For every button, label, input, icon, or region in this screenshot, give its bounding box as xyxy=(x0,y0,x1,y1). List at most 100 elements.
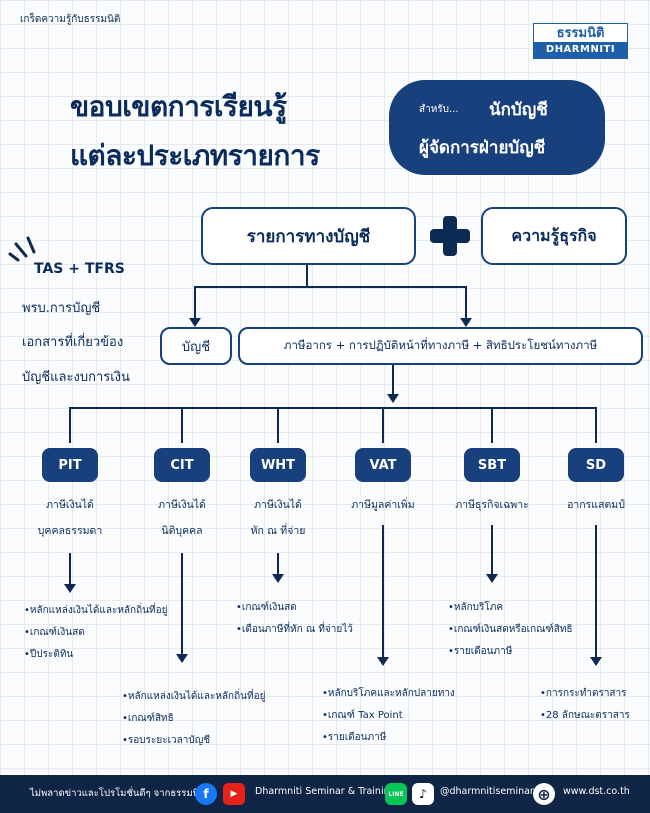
tax-label: ภาษีมูลค่าเพิ่ม xyxy=(323,492,443,518)
connector-line xyxy=(194,286,196,321)
tax-label-line2: บุคคลธรรมดา xyxy=(37,525,103,537)
tax-label-line1: ภาษีเงินได้ xyxy=(46,499,94,511)
tax-tab-sbt[interactable]: SBT xyxy=(464,448,520,482)
list-item: รายเดือนภาษี xyxy=(448,641,573,663)
tax-label-line1: ภาษีธุรกิจเฉพาะ xyxy=(455,499,529,511)
facebook-icon[interactable]: f xyxy=(195,783,217,805)
plus-icon-vertical xyxy=(443,216,457,256)
list-item: เกณฑ์เงินสด xyxy=(24,622,167,644)
tax-label-line1: อากรแสตมป์ xyxy=(567,499,625,511)
connector-line xyxy=(465,286,467,321)
list-item: หลักบริโภค xyxy=(448,597,573,619)
arrow-icon xyxy=(486,574,498,583)
tax-points-list: เกณฑ์เงินสดเดือนภาษีที่หัก ณ ที่จ่ายไว้ xyxy=(236,597,353,641)
connector-line xyxy=(181,553,183,655)
tiktok-icon[interactable]: ♪ xyxy=(412,783,434,805)
left-list-item: บัญชีและงบการเงิน xyxy=(22,370,130,385)
connector-line xyxy=(382,407,384,443)
youtube-icon[interactable]: ▶ xyxy=(223,783,245,805)
tax-tab-sd[interactable]: SD xyxy=(568,448,624,482)
tax-label: ภาษีเงินได้นิติบุคคล xyxy=(122,492,242,544)
tax-label-line1: ภาษีมูลค่าเพิ่ม xyxy=(351,499,415,511)
arrow-icon xyxy=(590,657,602,666)
list-item: รอบระยะเวลาบัญชี xyxy=(122,730,265,752)
tax-points-list: หลักแหล่งเงินได้และหลักถิ่นที่อยู่เกณฑ์ส… xyxy=(122,686,266,752)
tax-tab-vat[interactable]: VAT xyxy=(355,448,411,482)
logo-en: DHARMNITI xyxy=(534,42,627,58)
tax-label: ภาษีธุรกิจเฉพาะ xyxy=(432,492,552,518)
page-title-line2: แต่ละประเภทรายการ xyxy=(70,139,320,172)
left-list-item: พรบ.การบัญชี xyxy=(22,301,101,316)
globe-icon[interactable]: ⊕ xyxy=(533,783,555,805)
logo-thai: ธรรมนิติ xyxy=(556,26,605,41)
footer-bar: ไม่พลาดข่าวและโปรโมชั่นดีๆ จากธรรมนิติ f… xyxy=(0,775,650,813)
list-item: หลักบริโภคและหลักปลายทาง xyxy=(322,683,455,705)
left-list-item: เอกสารที่เกี่ยวข้อง xyxy=(22,335,124,350)
list-item: เกณฑ์เงินสด xyxy=(236,597,353,619)
connector-line xyxy=(194,286,466,288)
list-item: 28 ลักษณะตราสาร xyxy=(540,705,630,727)
arrow-icon xyxy=(460,318,472,327)
connector-line xyxy=(491,407,493,443)
business-knowledge-box: ความรู้ธุรกิจ xyxy=(481,207,627,265)
sparkle-icon xyxy=(8,236,36,262)
tax-duties-box: ภาษีอากร + การปฏิบัติหน้าที่ทางภาษี + สิ… xyxy=(238,327,643,365)
arrow-icon xyxy=(387,394,399,403)
tax-tab-wht[interactable]: WHT xyxy=(250,448,306,482)
tax-points-list: การกระทำตราสาร28 ลักษณะตราสาร xyxy=(540,683,630,727)
connector-line xyxy=(392,365,394,395)
footer-website[interactable]: www.dst.co.th xyxy=(563,786,630,797)
tax-label: อากรแสตมป์ xyxy=(536,492,650,518)
list-item: ปีประติทิน xyxy=(24,644,167,666)
list-item: การกระทำตราสาร xyxy=(540,683,630,705)
connector-line xyxy=(382,525,384,658)
tax-label-line2: นิติบุคคล xyxy=(161,525,203,537)
connector-line xyxy=(277,553,279,575)
list-item: เกณฑ์ Tax Point xyxy=(322,705,455,727)
tax-points-list: หลักบริโภคและหลักปลายทางเกณฑ์ Tax Pointร… xyxy=(322,683,455,749)
connector-line xyxy=(277,407,279,443)
page-title-line1: ขอบเขตการเรียนรู้ xyxy=(70,90,287,123)
tax-tab-cit[interactable]: CIT xyxy=(154,448,210,482)
list-item: รายเดือนภาษี xyxy=(322,727,455,749)
connector-line xyxy=(69,407,71,443)
footer-handle: @dharmnitiseminar xyxy=(440,786,534,797)
tax-label-line2: หัก ณ ที่จ่าย xyxy=(250,525,306,537)
tax-tab-pit[interactable]: PIT xyxy=(42,448,98,482)
audience-pill: สำหรับ... นักบัญชี ผู้จัดการฝ่ายบัญชี xyxy=(389,80,605,175)
footer-channel: Dharmniti Seminar & Training xyxy=(255,786,396,797)
connector-line xyxy=(595,525,597,658)
connector-line xyxy=(491,525,493,575)
audience-role-manager: ผู้จัดการฝ่ายบัญชี xyxy=(419,138,546,158)
dharmniti-logo[interactable]: ธรรมนิติ DHARMNITI xyxy=(533,23,628,59)
connector-line xyxy=(595,407,597,443)
accounting-items-box: รายการทางบัญชี xyxy=(201,207,416,265)
list-item: เกณฑ์สิทธิ xyxy=(122,708,265,730)
arrow-icon xyxy=(176,654,188,663)
left-list-item: TAS + TFRS xyxy=(34,261,125,277)
line-icon[interactable]: LINE xyxy=(385,783,407,805)
list-item: หลักแหล่งเงินได้และหลักถิ่นที่อยู่ xyxy=(122,686,266,708)
accounts-box: บัญชี xyxy=(160,327,232,365)
tax-points-list: หลักแหล่งเงินได้และหลักถิ่นที่อยู่เกณฑ์เ… xyxy=(24,600,168,666)
header-tag: เกร็ดความรู้กับธรรมนิติ xyxy=(20,14,121,25)
audience-role-accountant: นักบัญชี xyxy=(489,100,548,120)
arrow-icon xyxy=(377,657,389,666)
tax-label-line1: ภาษีเงินได้ xyxy=(158,499,206,511)
connector-line xyxy=(69,553,71,585)
list-item: หลักแหล่งเงินได้และหลักถิ่นที่อยู่ xyxy=(24,600,168,622)
tax-points-list: หลักบริโภคเกณฑ์เงินสดหรือเกณฑ์สิทธิรายเด… xyxy=(448,597,573,663)
arrow-icon xyxy=(64,584,76,593)
tax-label: ภาษีเงินได้บุคคลธรรมดา xyxy=(10,492,130,544)
connector-line xyxy=(306,265,308,287)
audience-for-label: สำหรับ... xyxy=(419,104,459,115)
list-item: เดือนภาษีที่หัก ณ ที่จ่ายไว้ xyxy=(236,619,353,641)
tax-label: ภาษีเงินได้หัก ณ ที่จ่าย xyxy=(218,492,338,544)
connector-line xyxy=(181,407,183,443)
tax-label-line1: ภาษีเงินได้ xyxy=(254,499,302,511)
list-item: เกณฑ์เงินสดหรือเกณฑ์สิทธิ xyxy=(448,619,573,641)
footer-news: ไม่พลาดข่าวและโปรโมชั่นดีๆ จากธรรมนิติ xyxy=(30,788,206,799)
connector-line xyxy=(70,407,596,409)
arrow-icon xyxy=(272,574,284,583)
arrow-icon xyxy=(189,318,201,327)
